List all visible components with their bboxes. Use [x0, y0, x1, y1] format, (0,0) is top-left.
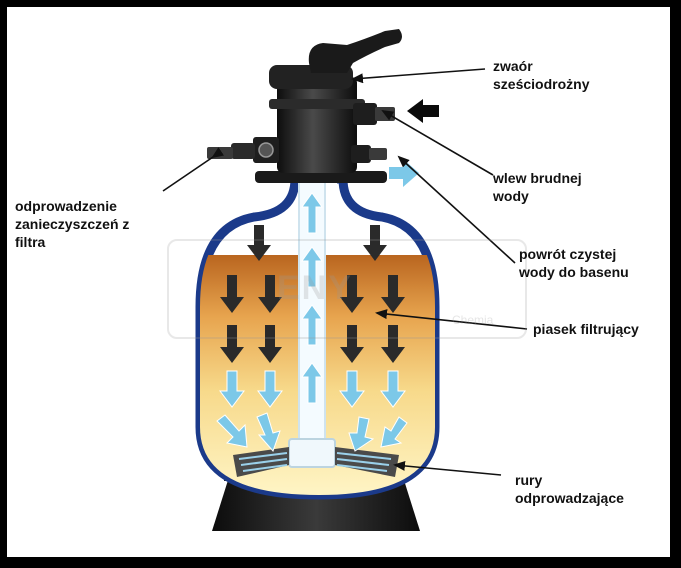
manifold-hub — [288, 438, 336, 468]
upward-flow-arrows — [301, 192, 323, 404]
leader-valve — [351, 68, 486, 84]
valve-handle-icon — [308, 29, 402, 73]
waste-port — [207, 137, 279, 163]
sand-filter-diagram — [162, 29, 528, 531]
label-waste: odprowadzenie zanieczyszczeń z filtra — [15, 198, 130, 250]
lateral-pipe-right — [335, 447, 399, 477]
valve-collar — [255, 171, 387, 183]
water-flow-arrows — [216, 370, 408, 452]
valve-body — [277, 77, 357, 173]
return-port — [351, 145, 387, 163]
label-pipes: rury odprowadzające — [515, 472, 624, 506]
valve-ring — [269, 99, 365, 109]
leader-waste — [162, 147, 225, 192]
leader-sand — [375, 309, 528, 330]
diagram-panel: ENY Chemia zwaór sześciodrożny wlew brud… — [7, 7, 670, 557]
return-direction-arrow — [389, 159, 419, 187]
leader-inlet — [381, 109, 494, 176]
label-return: powrót czystej wody do basenu — [519, 246, 629, 280]
inlet-direction-arrow — [407, 99, 439, 123]
label-inlet: wlew brudnej wody — [493, 170, 582, 204]
leader-lines — [162, 68, 528, 476]
watermark-frame — [167, 239, 527, 339]
watermark-text: ENY — [277, 269, 353, 307]
label-valve: zwaór sześciodrożny — [493, 58, 590, 92]
leader-pipes — [393, 460, 502, 476]
label-sand: piasek filtrujący — [533, 321, 639, 337]
dark-flow-arrows — [220, 225, 405, 363]
watermark-subtext: Chemia — [452, 313, 494, 327]
lateral-pipe-left — [233, 447, 289, 477]
leader-return — [397, 155, 516, 264]
